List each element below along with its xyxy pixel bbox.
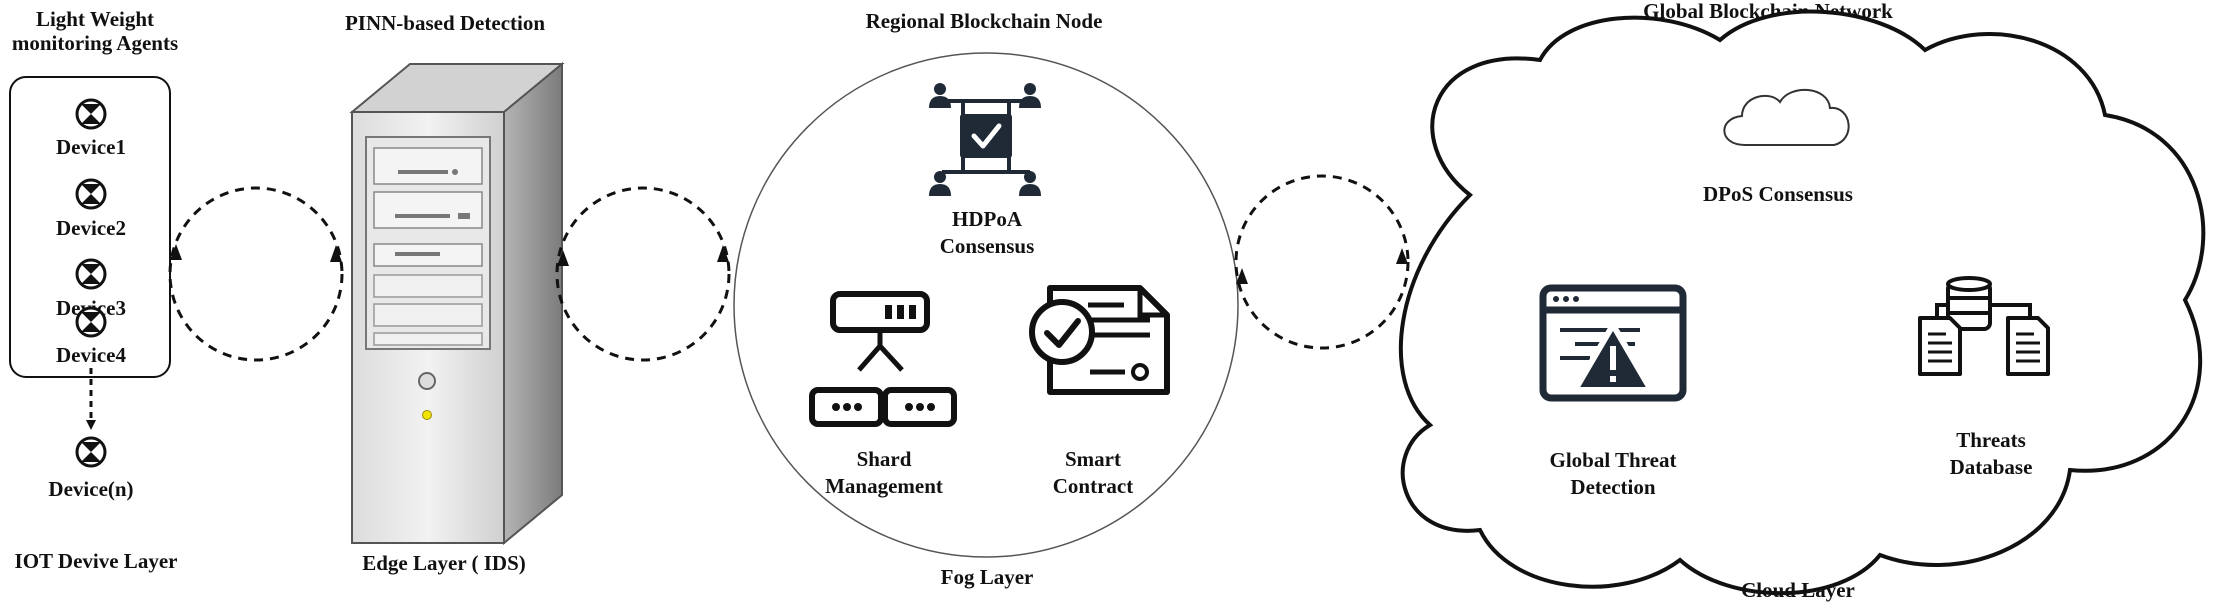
loop-arrowhead xyxy=(1396,248,1408,264)
power-button-icon xyxy=(418,372,436,390)
loop-arrowhead xyxy=(330,245,342,262)
shard-label-line2: Management xyxy=(825,474,943,498)
iot-title-line2: monitoring Agents xyxy=(12,31,178,55)
contract-label-line2: Contract xyxy=(1053,474,1133,498)
edge-layer-label: Edge Layer ( IDS) xyxy=(362,551,526,575)
device-label: Device(n) xyxy=(48,477,133,501)
shard-hierarchy-icon xyxy=(809,291,957,427)
device-icon xyxy=(75,258,107,290)
device-icon xyxy=(75,436,107,468)
device-label: Device1 xyxy=(56,135,126,159)
device-icon xyxy=(75,306,107,338)
iot-layer-label: IOT Devive Layer xyxy=(15,549,178,573)
led-icon xyxy=(422,410,432,420)
device-label: Device4 xyxy=(56,343,126,367)
device-panel xyxy=(9,76,171,378)
edge-layer: PINN-based Detection Edge Layer ( IDS) xyxy=(345,11,565,575)
loop-arrowhead xyxy=(1236,268,1248,284)
loop-arrowhead xyxy=(170,244,182,260)
device-icon xyxy=(75,178,107,210)
fog-layer: Regional Blockchain Node HDPoA Consensus xyxy=(733,9,1239,589)
db-label-line2: Database xyxy=(1950,455,2033,479)
threat-label-line2: Detection xyxy=(1570,475,1655,499)
device-label: Device2 xyxy=(56,216,126,240)
loop-arrowhead xyxy=(557,250,569,266)
cloud-outline xyxy=(1398,9,2206,596)
iot-edge-exchange-loop xyxy=(168,186,344,362)
device-icon xyxy=(75,98,107,130)
db-label-line1: Threats xyxy=(1956,428,2026,452)
fog-layer-label: Fog Layer xyxy=(941,565,1034,589)
fog-cloud-exchange-loop xyxy=(1234,174,1410,350)
fog-node-circle xyxy=(733,52,1239,558)
edge-fog-exchange-loop xyxy=(555,186,731,362)
small-cloud-icon xyxy=(1723,88,1850,146)
fog-title: Regional Blockchain Node xyxy=(866,9,1103,33)
database-icon xyxy=(1918,276,2050,376)
hdpoa-label-line2: Consensus xyxy=(940,234,1035,258)
dpos-label: DPoS Consensus xyxy=(1703,182,1853,206)
shard-label-line1: Shard xyxy=(857,447,912,471)
loop-arrowhead xyxy=(717,245,729,262)
iot-title-line1: Light Weight xyxy=(36,7,154,31)
threat-alert-icon xyxy=(1539,284,1687,402)
threat-label-line1: Global Threat xyxy=(1550,448,1677,472)
hdpoa-label-line1: HDPoA xyxy=(952,207,1023,231)
server-icon xyxy=(349,61,565,546)
contract-label-line1: Smart xyxy=(1065,447,1121,471)
smart-contract-icon xyxy=(1029,285,1170,395)
cloud-layer: Global Blockchain Network DPoS Consensus… xyxy=(1398,0,2206,602)
iot-layer: Light Weight monitoring Agents Device1 D… xyxy=(9,7,178,573)
cloud-layer-label: Cloud Layer xyxy=(1741,578,1855,602)
consensus-network-icon xyxy=(929,83,1041,196)
edge-title: PINN-based Detection xyxy=(345,11,545,35)
